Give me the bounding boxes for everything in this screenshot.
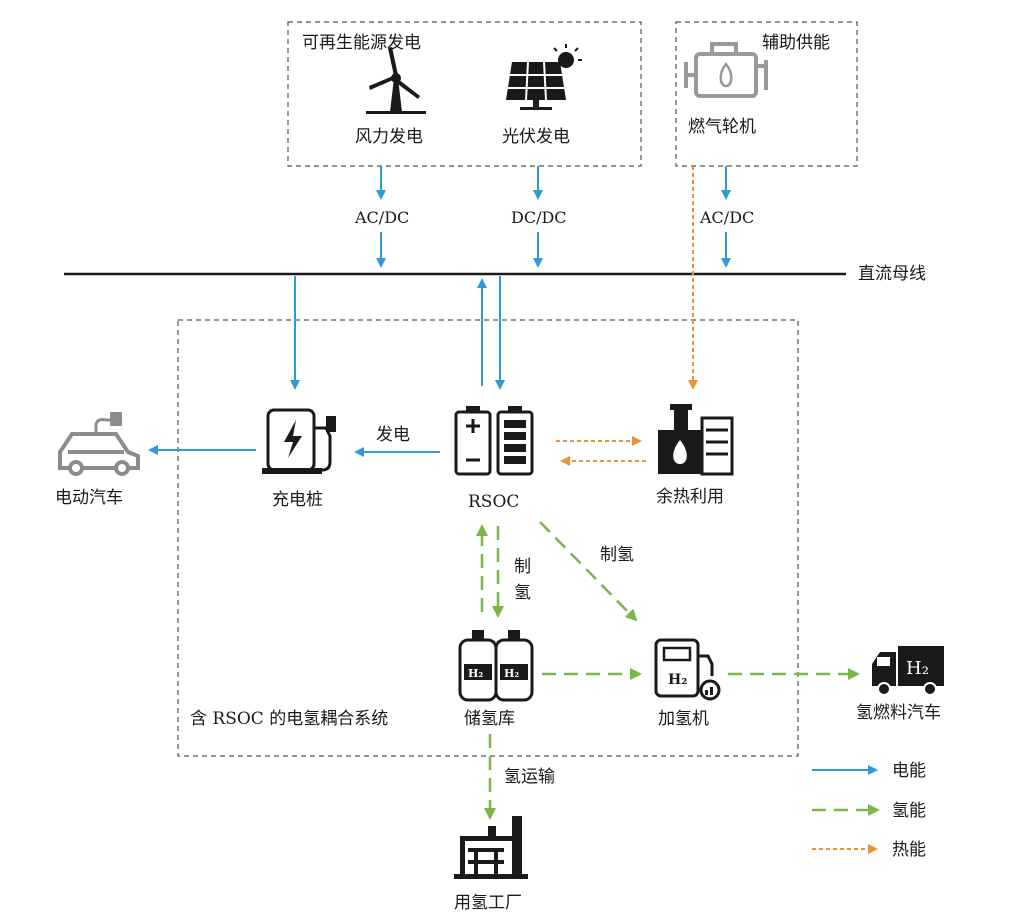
system-group-box [177,319,799,757]
pv-label: 光伏发电 [502,127,570,147]
svg-text:H₂: H₂ [468,667,483,680]
waste-heat-icon [658,404,734,476]
dc-bus-label: 直流母线 [858,264,926,284]
wind-converter-label: AC/DC [354,208,409,227]
solar-panel-icon [506,44,582,110]
fcv-truck-icon: H₂ [872,646,944,696]
ev-car-icon [58,412,140,476]
rsoc-label: RSOC [468,492,519,512]
rsoc-to-station-arrow [539,521,638,622]
h2-station-icon: H₂ [654,638,721,701]
system-group-label: 含 RSOC 的电氢耦合系统 [190,709,388,729]
h2-transport-label: 氢运输 [504,767,555,787]
wind-turbine-icon [366,47,426,114]
waste-heat-label: 余热利用 [656,487,724,507]
h2-storage-icon: H₂ H₂ [458,630,534,702]
renewable-group-box [287,21,642,167]
fcv-label: 氢燃料汽车 [856,703,941,723]
factory-icon [454,816,528,879]
h2-prod-label: 制氢 [600,545,634,565]
charging-pile-label: 充电桩 [272,490,323,510]
engine-icon [684,42,768,98]
legend-hydrogen-label: 氢能 [892,801,926,821]
legend-electric-label: 电能 [892,761,926,781]
svg-text:H₂: H₂ [668,672,687,688]
h2-prod-vertical-label-1: 制 [514,557,531,577]
wind-label: 风力发电 [355,127,423,147]
svg-text:H₂: H₂ [906,658,929,679]
charging-pile-icon [262,408,336,474]
renewable-group-label: 可再生能源发电 [302,33,421,53]
svg-text:H₂: H₂ [504,667,519,680]
rsoc-battery-icon [454,406,534,476]
factory-label: 用氢工厂 [454,893,522,913]
legend: 电能 氢能 热能 [812,761,926,860]
h2-storage-label: 储氢库 [464,709,515,729]
gt-converter-label: AC/DC [699,208,754,227]
gas-turbine-label: 燃气轮机 [688,117,756,137]
generate-label: 发电 [376,425,410,445]
h2-station-label: 加氢机 [658,709,709,729]
pv-converter-label: DC/DC [511,208,567,227]
auxiliary-group-box [675,21,858,167]
auxiliary-group-label: 辅助供能 [762,33,830,53]
h2-prod-vertical-label-2: 氢 [514,583,531,603]
ev-label: 电动汽车 [55,488,123,508]
legend-heat-label: 热能 [892,840,926,860]
